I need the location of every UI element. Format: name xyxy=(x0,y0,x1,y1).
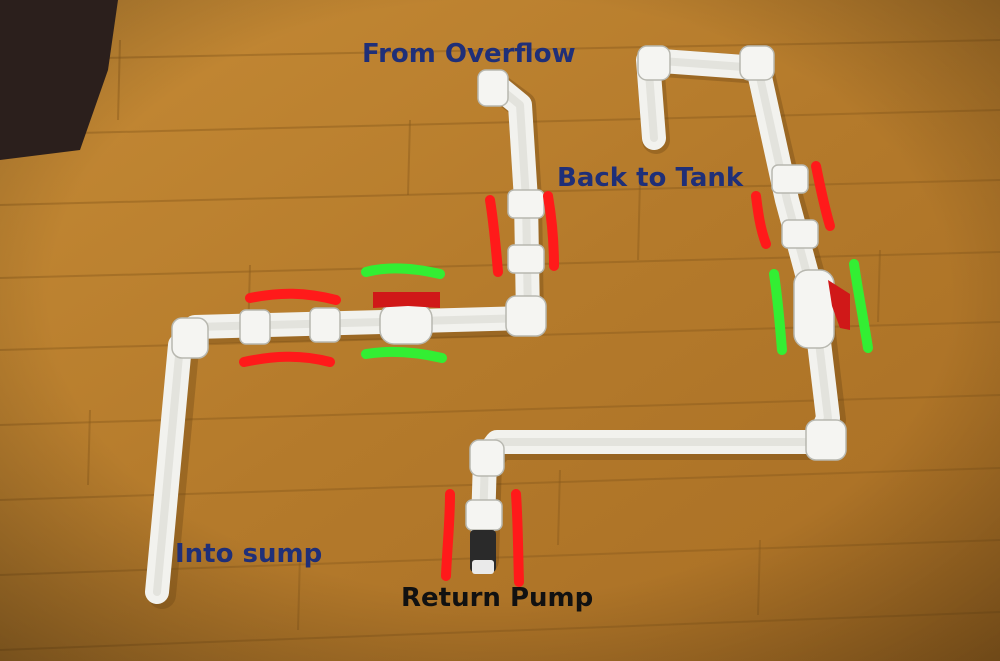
elbow-fitting xyxy=(805,419,847,461)
ball-valve-body xyxy=(379,303,433,345)
union-fitting xyxy=(507,244,545,274)
red-marker-lines xyxy=(239,161,835,587)
union-fitting xyxy=(507,189,545,219)
union-fitting xyxy=(771,164,809,194)
elbow-fitting xyxy=(171,317,209,359)
union-fitting xyxy=(781,219,819,249)
from-overflow-label: From Overflow xyxy=(362,39,576,69)
return-pump-label: Return Pump xyxy=(401,583,594,613)
elbow-fitting xyxy=(739,45,775,81)
ball-valve-body xyxy=(793,269,835,349)
union-fitting xyxy=(239,309,271,345)
elbow-fitting xyxy=(477,69,509,107)
pump-connector-end xyxy=(472,560,494,574)
furniture-corner xyxy=(0,0,118,160)
elbow-fitting xyxy=(469,439,505,477)
valve-handle xyxy=(373,292,440,308)
pipe-fittings xyxy=(171,45,847,531)
valve-handle xyxy=(828,280,850,330)
green-marker-lines xyxy=(361,259,873,363)
elbow-fitting xyxy=(637,45,671,81)
into-sump-label: Into sump xyxy=(175,539,323,569)
back-to-tank-label: Back to Tank xyxy=(557,163,744,193)
union-fitting xyxy=(309,307,341,343)
elbow-fitting xyxy=(505,295,547,337)
union-fitting xyxy=(465,499,503,531)
